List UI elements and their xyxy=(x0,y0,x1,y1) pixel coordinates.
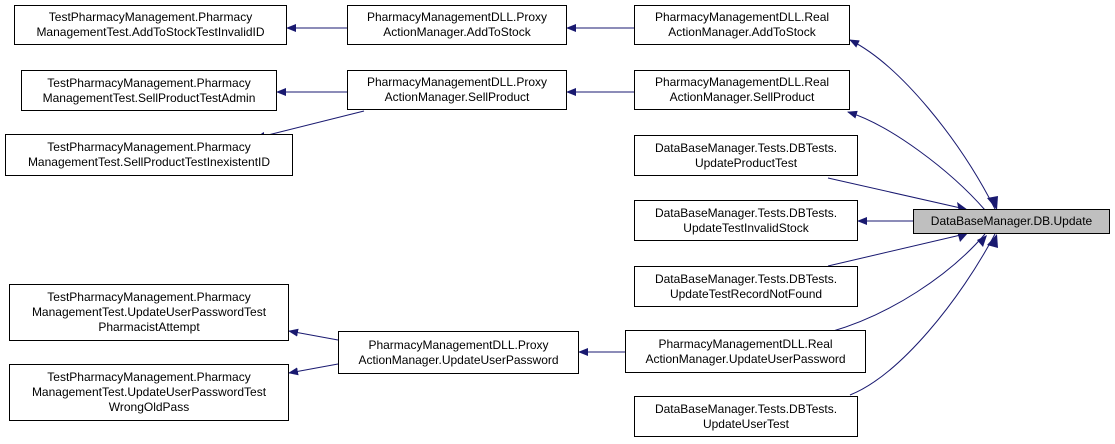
node-test-pharmacistattempt-line-3: PharmacistAttempt xyxy=(98,320,200,334)
node-proxy-updateuserpassword-line-1: PharmacyManagementDLL.Proxy xyxy=(368,337,549,352)
edge-db-update-to-updateproducttest xyxy=(827,177,966,210)
node-test-addtostockinvalidid-line-2: ManagementTest.AddToStockTestInvalidID xyxy=(36,25,265,39)
node-test-updateuserpassword-pharmacistattempt[interactable]: TestPharmacyManagement.Pharmacy Manageme… xyxy=(9,284,289,341)
node-test-sellproductinexistentid-line-1: TestPharmacyManagement.Pharmacy xyxy=(47,140,251,154)
node-real-sellproduct-line-1: PharmacyManagementDLL.Real xyxy=(654,75,830,89)
node-proxy-addtostock-line-1: PharmacyManagementDLL.Proxy xyxy=(366,10,548,24)
edge-proxy-updateuserpassword-to-test-pharmacistattempt xyxy=(288,328,339,341)
arrowhead-into-db-update-bottom-left xyxy=(977,235,987,247)
node-real-sellproduct[interactable]: PharmacyManagementDLL.Real ActionManager… xyxy=(634,70,850,110)
node-updatetestrecordnotfound-line-2: UpdateTestRecordNotFound xyxy=(669,286,823,301)
node-test-sellproductadmin-line-2: ManagementTest.SellProductTestAdmin xyxy=(42,90,256,105)
node-updateusertest-line-1: DataBaseManager.Tests.DBTests. xyxy=(654,401,838,416)
node-test-sellproductadmin[interactable]: TestPharmacyManagement.Pharmacy Manageme… xyxy=(21,70,277,111)
arrowhead-into-db-update-top xyxy=(987,196,998,210)
edge-proxy-sellproduct-to-test-sellinexistent xyxy=(255,110,365,140)
node-test-sellproductinexistentid[interactable]: TestPharmacyManagement.Pharmacy Manageme… xyxy=(5,134,293,176)
edge-db-update-to-real-addtostock xyxy=(849,39,996,210)
node-test-pharmacistattempt-line-2: ManagementTest.UpdateUserPasswordTest xyxy=(31,305,267,319)
node-test-wrongoldpass-line-1: TestPharmacyManagement.Pharmacy xyxy=(47,370,251,384)
node-proxy-updateuserpassword-line-2: ActionManager.UpdateUserPassword xyxy=(358,352,559,367)
node-real-addtostock-line-1: PharmacyManagementDLL.Real xyxy=(654,10,830,24)
node-db-update: DataBaseManager.DB.Update xyxy=(913,209,1110,234)
edge-db-update-to-updateusertest xyxy=(849,233,996,396)
node-updateproducttest-line-1: DataBaseManager.Tests.DBTests. xyxy=(654,140,838,155)
node-proxy-addtostock[interactable]: PharmacyManagementDLL.Proxy ActionManage… xyxy=(347,5,567,45)
node-real-addtostock-line-2: ActionManager.AddToStock xyxy=(668,25,816,39)
node-updatetestrecordnotfound-line-1: DataBaseManager.Tests.DBTests. xyxy=(654,271,838,286)
node-test-sellproductadmin-line-1: TestPharmacyManagement.Pharmacy xyxy=(47,75,251,90)
node-real-addtostock[interactable]: PharmacyManagementDLL.Real ActionManager… xyxy=(634,5,850,45)
node-test-updateuserpassword-wrongoldpass[interactable]: TestPharmacyManagement.Pharmacy Manageme… xyxy=(9,364,289,421)
node-proxy-addtostock-line-2: ActionManager.AddToStock xyxy=(383,25,531,39)
node-updateusertest[interactable]: DataBaseManager.Tests.DBTests. UpdateUse… xyxy=(634,396,858,437)
node-test-pharmacistattempt-line-1: TestPharmacyManagement.Pharmacy xyxy=(47,290,251,304)
node-real-sellproduct-line-2: ActionManager.SellProduct xyxy=(669,90,815,104)
node-real-updateuserpassword-line-2: ActionManager.UpdateUserPassword xyxy=(645,351,846,366)
edge-proxy-updateuserpassword-to-test-wrongoldpass xyxy=(288,363,339,376)
node-proxy-sellproduct[interactable]: PharmacyManagementDLL.Proxy ActionManage… xyxy=(347,70,567,110)
node-test-sellproductinexistentid-line-2: ManagementTest.SellProductTestInexistent… xyxy=(27,155,271,169)
node-real-updateuserpassword[interactable]: PharmacyManagementDLL.Real ActionManager… xyxy=(625,330,866,373)
node-updateproducttest[interactable]: DataBaseManager.Tests.DBTests. UpdatePro… xyxy=(634,135,858,176)
node-test-wrongoldpass-line-2: ManagementTest.UpdateUserPasswordTest xyxy=(31,385,267,399)
node-updatetestinvalidstock-line-2: UpdateTestInvalidStock xyxy=(683,220,809,235)
node-updateproducttest-line-2: UpdateProductTest xyxy=(694,155,798,170)
arrowhead-into-db-update-bottom xyxy=(987,234,998,248)
node-updateusertest-line-2: UpdateUserTest xyxy=(702,416,790,431)
node-db-update-line-1: DataBaseManager.DB.Update xyxy=(930,214,1093,228)
node-test-addtostockinvalidid-line-1: TestPharmacyManagement.Pharmacy xyxy=(48,10,253,24)
node-proxy-sellproduct-line-1: PharmacyManagementDLL.Proxy xyxy=(366,75,548,89)
edge-db-update-to-real-updateuserpassword xyxy=(829,233,986,333)
edge-db-update-to-real-sellproduct xyxy=(847,110,986,211)
node-updatetestinvalidstock[interactable]: DataBaseManager.Tests.DBTests. UpdateTes… xyxy=(634,200,858,241)
node-updatetestinvalidstock-line-1: DataBaseManager.Tests.DBTests. xyxy=(654,205,838,220)
node-real-updateuserpassword-line-1: PharmacyManagementDLL.Real xyxy=(658,336,833,351)
node-test-wrongoldpass-line-3: WrongOldPass xyxy=(108,400,190,414)
node-updatetestrecordnotfound[interactable]: DataBaseManager.Tests.DBTests. UpdateTes… xyxy=(634,266,858,307)
edge-db-update-to-updatetestrecordnotfound xyxy=(827,233,966,267)
node-proxy-updateuserpassword[interactable]: PharmacyManagementDLL.Proxy ActionManage… xyxy=(338,331,579,374)
node-test-addtostockinvalidid[interactable]: TestPharmacyManagement.Pharmacy Manageme… xyxy=(14,5,287,45)
node-proxy-sellproduct-line-2: ActionManager.SellProduct xyxy=(384,90,530,104)
